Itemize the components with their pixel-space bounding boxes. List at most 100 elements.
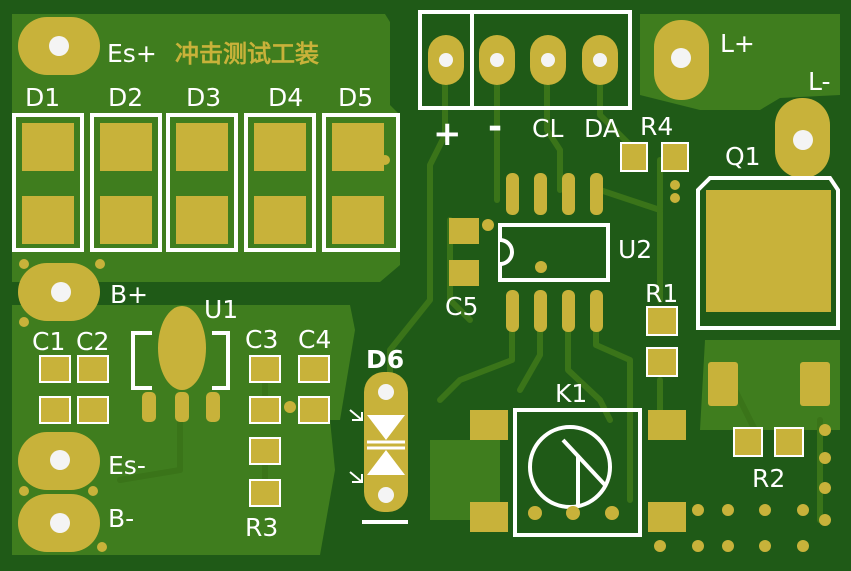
k1-pad-left[interactable] xyxy=(470,410,508,440)
header-outline xyxy=(418,10,632,110)
q1-tab-pad[interactable] xyxy=(706,190,831,312)
right-pad-1[interactable] xyxy=(708,362,738,406)
diode-outlines xyxy=(12,113,400,252)
via xyxy=(722,504,734,516)
label-d4: D4 xyxy=(268,83,303,112)
u1-pin-3[interactable] xyxy=(206,392,220,422)
via xyxy=(535,261,547,273)
label-plus: + xyxy=(433,114,462,154)
u1-pin-1[interactable] xyxy=(142,392,156,422)
via xyxy=(670,180,680,190)
k1-switch-lever xyxy=(561,438,607,487)
c3-pad-top[interactable] xyxy=(249,355,281,383)
k1-pad-bottom-left[interactable] xyxy=(470,502,508,532)
trace-8 xyxy=(593,317,633,503)
r2-pad-left[interactable] xyxy=(733,427,763,457)
u2-pin-5[interactable] xyxy=(506,290,519,332)
es-plus-hole xyxy=(49,36,69,56)
label-d1: D1 xyxy=(25,83,60,112)
r2-pad-right[interactable] xyxy=(774,427,804,457)
via xyxy=(819,514,831,526)
label-l-minus: L- xyxy=(808,67,831,96)
q1-outline xyxy=(696,176,840,330)
label-d3: D3 xyxy=(186,83,221,112)
d5-pad-bottom[interactable] xyxy=(332,196,384,244)
r1-pad-bottom[interactable] xyxy=(646,347,678,377)
u1-tab-pad[interactable] xyxy=(158,306,206,390)
via xyxy=(722,540,734,552)
c5-pad-bottom[interactable] xyxy=(449,260,479,286)
k1-pin-2[interactable] xyxy=(566,506,580,520)
r3-pad-bottom[interactable] xyxy=(249,479,281,507)
c4-pad-bottom[interactable] xyxy=(298,396,330,424)
header-hole-2 xyxy=(490,53,504,67)
c2-pad-bottom[interactable] xyxy=(77,396,109,424)
u2-soic xyxy=(498,173,610,332)
label-u2: U2 xyxy=(618,235,652,264)
c1-pad-bottom[interactable] xyxy=(39,396,71,424)
r4-pad-left[interactable] xyxy=(620,142,648,172)
label-c1: C1 xyxy=(32,327,65,356)
d6-hole-top xyxy=(378,384,394,400)
label-b-plus: B+ xyxy=(110,280,148,309)
via xyxy=(95,259,105,269)
d2-outline xyxy=(90,113,162,252)
label-c3: C3 xyxy=(245,325,278,354)
d1-pad-top[interactable] xyxy=(22,123,74,171)
trace-16 xyxy=(117,397,183,483)
via xyxy=(380,155,390,165)
k1-switch xyxy=(470,408,686,537)
d3-pad-bottom[interactable] xyxy=(176,196,228,244)
r3-pad-top[interactable] xyxy=(249,437,281,465)
d6-light-icon-2 xyxy=(349,471,363,483)
via xyxy=(97,542,107,552)
header-hole-4 xyxy=(593,53,607,67)
u2-pin-6[interactable] xyxy=(534,290,547,332)
via xyxy=(797,504,809,516)
d5-pad-top[interactable] xyxy=(332,123,384,171)
c2-pad-top[interactable] xyxy=(77,355,109,383)
d1-pad-bottom[interactable] xyxy=(22,196,74,244)
u2-pin-4[interactable] xyxy=(590,173,603,215)
c1-pad-top[interactable] xyxy=(39,355,71,383)
r4-pad-right[interactable] xyxy=(661,142,689,172)
k1-pin-1[interactable] xyxy=(528,506,542,520)
d2-pad-bottom[interactable] xyxy=(100,196,152,244)
u2-pin-1[interactable] xyxy=(506,173,519,215)
via xyxy=(819,452,831,464)
es-minus-hole xyxy=(50,450,70,470)
label-c5: C5 xyxy=(445,292,478,321)
via xyxy=(819,482,831,494)
k1-pad-right[interactable] xyxy=(648,410,686,440)
diode-array xyxy=(22,123,384,244)
header-connector xyxy=(418,10,632,110)
d6-arrow-triangle-2 xyxy=(367,450,405,475)
d4-pad-top[interactable] xyxy=(254,123,306,171)
label-es-plus: Es+ xyxy=(107,39,157,68)
k1-pin-3[interactable] xyxy=(605,506,619,520)
c5-pad-top[interactable] xyxy=(449,218,479,244)
label-l-plus: L+ xyxy=(720,29,755,58)
d2-pad-top[interactable] xyxy=(100,123,152,171)
u2-pin-2[interactable] xyxy=(534,173,547,215)
r1-pad-top[interactable] xyxy=(646,306,678,336)
d4-pad-bottom[interactable] xyxy=(254,196,306,244)
u2-pin-8[interactable] xyxy=(590,290,603,332)
c3-pad-bottom[interactable] xyxy=(249,396,281,424)
u2-pin-7[interactable] xyxy=(562,290,575,332)
right-pad-2[interactable] xyxy=(800,362,830,406)
d3-pad-top[interactable] xyxy=(176,123,228,171)
k1-pad-bottom-right[interactable] xyxy=(648,502,686,532)
d6-light-icon-1 xyxy=(349,409,363,421)
via xyxy=(19,317,29,327)
d6-led xyxy=(349,372,408,524)
u2-pin-3[interactable] xyxy=(562,173,575,215)
u1-pin-2[interactable] xyxy=(175,392,189,422)
c4-pad-top[interactable] xyxy=(298,355,330,383)
via xyxy=(482,219,494,231)
label-d6: D6 xyxy=(366,345,404,374)
u1-regulator xyxy=(131,306,230,422)
header-hole-3 xyxy=(541,53,555,67)
d1-outline xyxy=(12,113,84,252)
